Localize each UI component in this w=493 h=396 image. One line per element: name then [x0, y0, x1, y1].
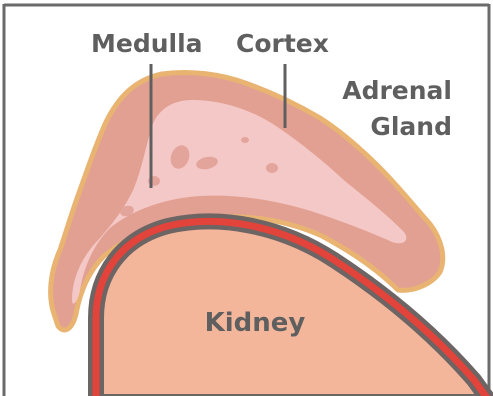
medulla-spot	[266, 163, 278, 173]
kidney-label: Kidney	[205, 308, 306, 338]
cortex-label: Cortex	[236, 29, 329, 58]
medulla-spot	[241, 137, 249, 143]
adrenal-gland-label-line2: Gland	[370, 112, 452, 141]
medulla-label: Medulla	[91, 29, 203, 58]
adrenal-gland-label-line1: Adrenal	[342, 76, 452, 105]
